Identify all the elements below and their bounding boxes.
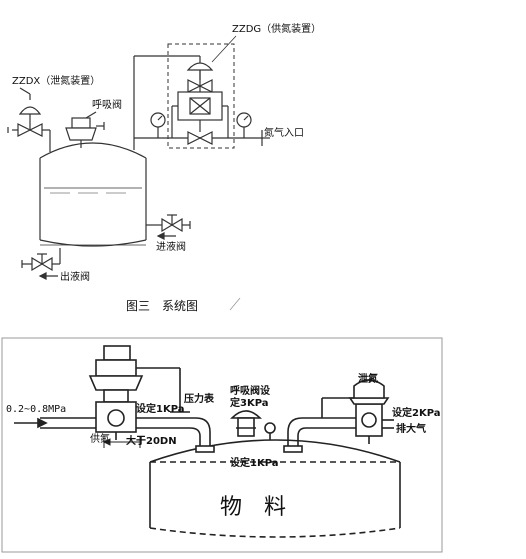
tank-pressure-gauge xyxy=(264,422,276,440)
breather-set-line-2: 定3KPa xyxy=(230,396,269,409)
supply-regulator xyxy=(88,345,190,440)
zzdg-label: ZZDG（供氮装置） xyxy=(232,22,321,35)
zzdg-dashed-box xyxy=(167,43,235,149)
vent-regulator xyxy=(321,379,394,444)
material-tank xyxy=(149,439,401,538)
tank-set-label: 设定1KPa xyxy=(230,456,279,469)
pressure-range-label: 0.2~0.8MPa xyxy=(6,404,66,415)
storage-tank xyxy=(39,142,147,247)
bottom-frame xyxy=(1,337,443,553)
pipe-size-label: 大于20DN xyxy=(126,434,177,447)
pressure-gauge-right xyxy=(236,112,252,138)
inlet-valve xyxy=(146,214,191,240)
pipe-size-dimension xyxy=(102,436,141,448)
tank-breather-valve xyxy=(230,410,262,437)
top-system-diagram xyxy=(7,35,270,311)
zzdx-vent-valve xyxy=(7,87,51,152)
outlet-valve xyxy=(21,248,61,280)
nitrogen-inlet-label: 氮气入口 xyxy=(264,126,304,139)
zzdg-leader-line xyxy=(211,35,237,63)
zzdx-label: ZZDX（泄氮装置） xyxy=(12,74,100,87)
vent-set-label: 设定2KPa xyxy=(392,406,441,419)
caption-mark xyxy=(229,297,241,311)
pressure-gauge-left xyxy=(150,112,166,138)
pressure-gauge-label: 压力表 xyxy=(184,392,215,405)
supply-set-label: 设定1KPa xyxy=(136,402,185,415)
material-label: 物 料 xyxy=(220,495,286,520)
vent-pipe xyxy=(283,417,356,453)
zzdg-supply-regulator xyxy=(171,62,229,145)
bottom-system-diagram xyxy=(1,337,443,553)
vent-label: 泄氮 xyxy=(358,372,378,385)
supply-label: 供氮 xyxy=(90,432,110,445)
breather-set-line-1: 呼吸阀设 xyxy=(230,384,270,397)
outlet-valve-label: 出液阀 xyxy=(60,270,90,283)
breather-valve-label: 呼吸阀 xyxy=(92,98,122,111)
breather-valve xyxy=(65,111,105,148)
inlet-arrow xyxy=(14,417,48,429)
inlet-valve-label: 进液阀 xyxy=(156,240,186,253)
figure-caption: 图三 系统图 xyxy=(126,299,198,313)
exhaust-label: 排大气 xyxy=(396,422,426,435)
